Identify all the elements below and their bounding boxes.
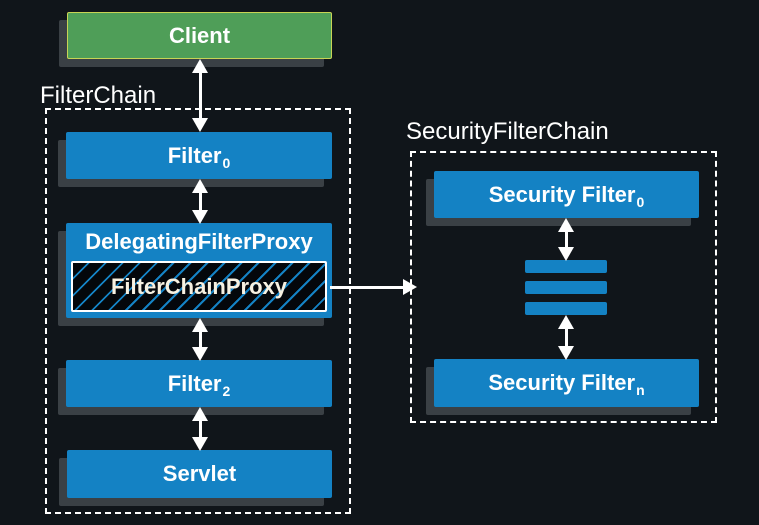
security-filter-0-label: Security Filter [488, 181, 636, 207]
arrowhead-down-icon [558, 346, 574, 360]
arrow-proxy-to-securitychain [330, 279, 417, 295]
arrowhead-down-icon [192, 118, 208, 132]
client-box-label: Client [168, 22, 231, 48]
arrow-client-filter0 [192, 59, 208, 132]
arrowhead-up-icon [558, 315, 574, 329]
security-filter-n-label: Security Filter [488, 370, 636, 395]
arrowhead-down-icon [558, 247, 574, 261]
arrow-delegating-filter2 [192, 318, 208, 361]
ellipsis-bar [525, 281, 607, 294]
arrowhead-right-icon [403, 279, 417, 295]
filter2-box-label: Filter [167, 370, 222, 396]
arrow-ellipsis-secfiltern [558, 315, 574, 360]
arrowhead-up-icon [192, 407, 208, 421]
arrowhead-down-icon [192, 210, 208, 224]
subscript: 0 [636, 193, 645, 210]
ellipsis-bar [525, 302, 607, 315]
arrow-filter0-delegating [192, 179, 208, 224]
arrowhead-down-icon [192, 347, 208, 361]
client-box: Client [67, 12, 332, 59]
arrowhead-down-icon [192, 437, 208, 451]
arrowhead-up-icon [192, 318, 208, 332]
filterchain-group-border [45, 108, 351, 514]
filter-chain-proxy-label: FilterChainProxy [110, 273, 288, 299]
filterchain-label: FilterChain [40, 82, 157, 109]
arrowhead-up-icon [192, 179, 208, 193]
delegating-filter-proxy-label: DelegatingFilterProxy [85, 229, 313, 254]
arrowhead-up-icon [192, 59, 208, 73]
subscript: 2 [222, 382, 231, 399]
delegating-filter-proxy-box: DelegatingFilterProxy FilterChainProxy [66, 223, 332, 318]
arrow-filter2-servlet [192, 407, 208, 451]
arrow-secfilter0-ellipsis [558, 218, 574, 261]
filter0-box-label: Filter [167, 142, 222, 168]
filter-chain-proxy-box: FilterChainProxy [71, 261, 327, 312]
ellipsis-bar [525, 260, 607, 273]
servlet-box: Servlet [67, 450, 332, 498]
arrowhead-up-icon [558, 218, 574, 232]
subscript: 0 [222, 154, 231, 171]
servlet-box-label: Servlet [162, 461, 237, 486]
securityfilterchain-label: SecurityFilterChain [406, 118, 609, 145]
subscript: n [636, 382, 645, 398]
